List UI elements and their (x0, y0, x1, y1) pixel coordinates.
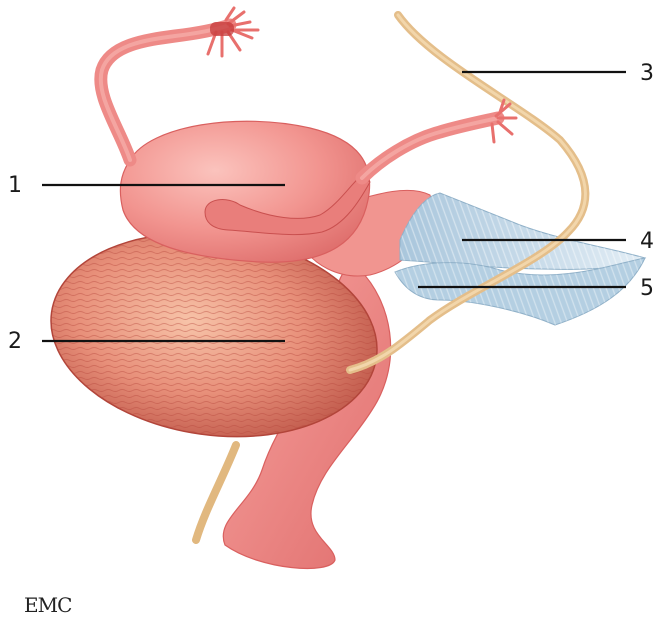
label-4: 4 (640, 229, 654, 254)
label-1: 1 (8, 173, 22, 198)
emc-logo: EMC (24, 593, 72, 617)
label-3: 3 (640, 61, 654, 86)
uterus (120, 121, 369, 262)
fallopian-tube-right (362, 118, 498, 178)
label-2: 2 (8, 329, 22, 354)
label-5: 5 (640, 276, 654, 301)
